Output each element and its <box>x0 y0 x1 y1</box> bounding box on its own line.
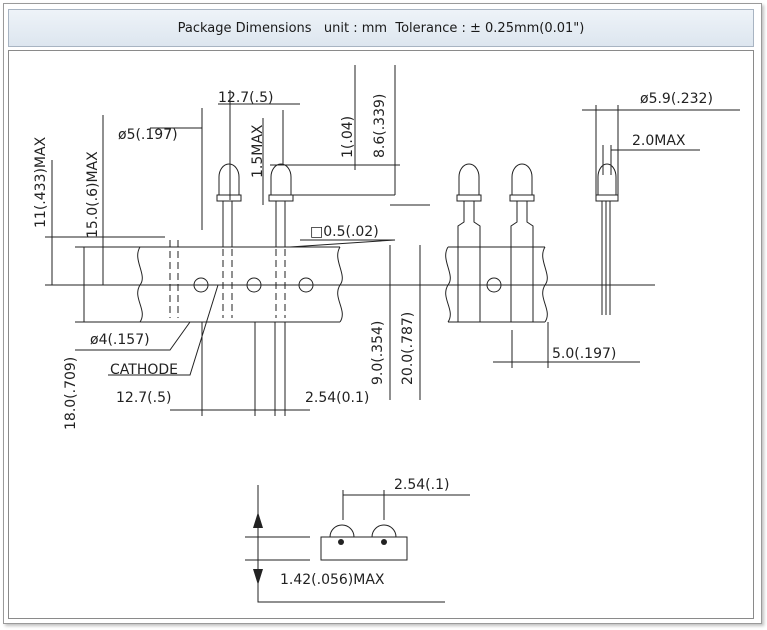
dim-lead-square: □0.5(.02) <box>310 224 379 240</box>
dim-height-15: 15.0(.6)MAX <box>85 151 101 238</box>
dim-20: 20.0(.787) <box>400 312 416 385</box>
led-lead <box>222 201 233 247</box>
leader-line <box>75 321 191 351</box>
led-lead-formed <box>457 201 481 322</box>
dim-hole-diameter: ø4(.157) <box>90 332 150 348</box>
dimension-line <box>602 145 700 175</box>
lead-dot <box>381 539 387 545</box>
dim-flange-max: 1.5MAX <box>250 124 266 178</box>
extension-line <box>45 236 165 323</box>
led-body <box>218 163 240 196</box>
arrowhead <box>253 512 263 528</box>
dimension-line <box>170 322 310 416</box>
dim-flange-diameter: ø5.9(.232) <box>640 91 713 107</box>
lead-profile <box>329 524 397 538</box>
dimension-line <box>342 490 470 520</box>
dim-lens-diameter: ø5(.197) <box>118 127 178 143</box>
tape-section <box>320 536 408 561</box>
dim-tape-thickness: 1.42(.056)MAX <box>280 572 385 588</box>
leader-line <box>108 284 219 376</box>
dim-lead-height: 8.6(.339) <box>372 94 388 158</box>
led-side-body <box>597 163 617 196</box>
figure-frame <box>3 3 762 624</box>
tape-outline-side <box>448 246 545 323</box>
dim-overall-max: 11(.433)MAX <box>33 136 49 228</box>
dim-tape-offset: 5.0(.197) <box>552 346 616 362</box>
extension-line <box>389 245 421 400</box>
extension-line <box>270 164 400 196</box>
lead-dot <box>338 539 344 545</box>
led-body <box>458 163 480 196</box>
dim-lead-max: 2.0MAX <box>632 133 686 149</box>
drawing-area <box>8 50 754 619</box>
lead-guide <box>169 240 179 318</box>
dimension-line <box>51 115 104 322</box>
led-body <box>270 163 292 196</box>
led-side-flange <box>595 194 619 202</box>
dim-pitch: 2.54(0.1) <box>305 390 369 406</box>
led-side-lead <box>601 201 611 315</box>
led-flange <box>216 194 242 202</box>
led-flange <box>509 194 535 202</box>
label-cathode: CATHODE <box>110 362 178 378</box>
sprocket-hole <box>298 277 314 293</box>
led-flange <box>456 194 482 202</box>
sprocket-hole <box>246 277 262 293</box>
dim-lead-spacing-top: 12.7(.5) <box>218 90 273 106</box>
extension-line <box>354 65 396 195</box>
lead-guide <box>275 205 286 318</box>
dim-lead-spacing-bottom: 12.7(.5) <box>116 390 171 406</box>
arrowhead <box>253 569 263 585</box>
dim-04: 1(.04) <box>340 116 356 158</box>
led-body <box>511 163 533 196</box>
led-flange <box>268 194 294 202</box>
page-title: Package Dimensions unit : mm Tolerance :… <box>177 21 585 36</box>
sprocket-hole <box>193 277 209 293</box>
header-bar: Package Dimensions unit : mm Tolerance :… <box>8 9 754 47</box>
dim-9: 9.0(.354) <box>370 321 386 385</box>
dimension-line <box>493 322 640 368</box>
led-lead-formed <box>510 201 534 322</box>
dim-18: 18.0(.709) <box>63 357 79 430</box>
led-lead <box>275 201 286 247</box>
leader-line <box>289 239 396 248</box>
extension-line <box>229 90 284 200</box>
tape-outline <box>140 246 340 323</box>
lead-guide <box>222 205 233 318</box>
dim-top-pitch: 2.54(.1) <box>394 477 449 493</box>
